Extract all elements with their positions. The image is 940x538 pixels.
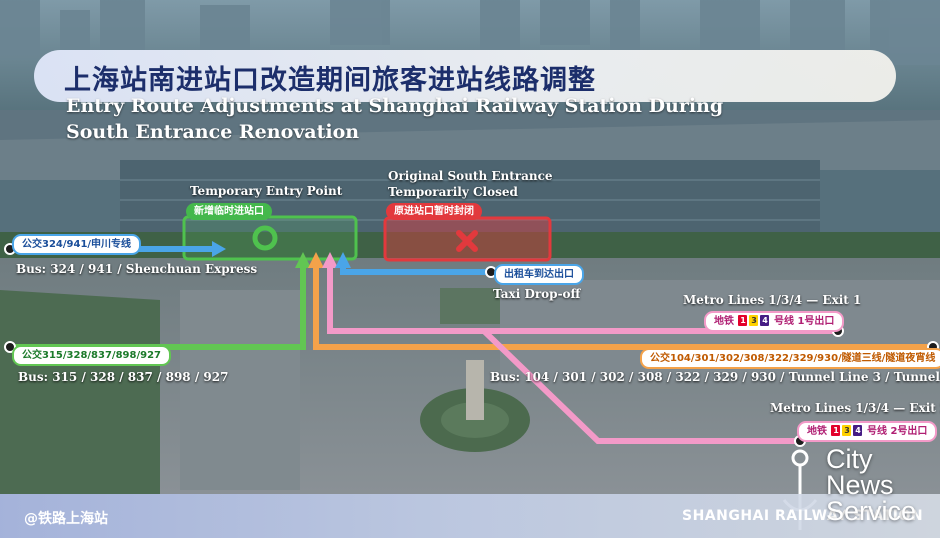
page-title-en-line1: Entry Route Adjustments at Shanghai Rail… <box>66 95 724 117</box>
metro-line-4-badge: 4 <box>853 425 863 436</box>
page-title-en-line2: South Entrance Renovation <box>66 121 360 143</box>
route-taxi <box>335 252 491 275</box>
page-title-en: Entry Route Adjustments at Shanghai Rail… <box>66 93 723 145</box>
closed-entrance-line1: Original South Entrance <box>388 169 553 183</box>
route-bus-104 <box>308 252 935 350</box>
route-metro-exit1 <box>322 252 838 334</box>
route-metro-exit2 <box>481 328 800 444</box>
cns-line1: City <box>826 444 873 474</box>
metro-line-4-badge: 4 <box>760 315 770 326</box>
footer-station-name: SHANGHAI RAILWAY STATION <box>682 508 924 524</box>
page-title-zh: 上海站南进站口改造期间旅客进站线路调整 <box>64 65 596 96</box>
bus-shenchuan-label: Bus: 324 / 941 / Shenchuan Express <box>16 262 258 276</box>
bus-315-label: Bus: 315 / 328 / 837 / 898 / 927 <box>18 370 229 384</box>
metro-line-3-badge: 3 <box>842 425 852 436</box>
temporary-entry-box <box>182 215 358 261</box>
taxi-tag: 出租车到达出口 <box>494 264 584 285</box>
footer-bar <box>0 494 940 538</box>
metro-exit1-exit: 1号出口 <box>797 316 835 327</box>
metro-exit1-prefix: 地铁 <box>714 316 734 327</box>
metro-exit2-suffix: 号线 <box>866 426 887 437</box>
entry-open-icon <box>252 225 278 251</box>
temporary-entry-tag: 新增临时进站口 <box>186 203 272 220</box>
closed-entrance-line2: Temporarily Closed <box>388 185 518 199</box>
footer-account-handle: @铁路上海站 <box>24 511 108 527</box>
bus-315-tag: 公交315/328/837/898/927 <box>12 345 171 366</box>
closed-entrance-label: Original South Entrance Temporarily Clos… <box>388 168 553 200</box>
metro-line-1-badge: 1 <box>831 425 841 436</box>
title-banner <box>34 50 896 102</box>
taxi-label: Taxi Drop-off <box>493 287 581 301</box>
metro-exit1-label: Metro Lines 1/3/4 — Exit 1 <box>683 293 862 307</box>
closed-entrance-tag: 原进站口暂时封闭 <box>386 203 482 220</box>
bus-104-tag: 公交104/301/302/308/322/329/930/隧道三线/隧道夜宵线 <box>640 348 940 369</box>
metro-exit2-exit: 2号出口 <box>890 426 928 437</box>
closed-x-icon <box>456 230 478 252</box>
metro-exit1-suffix: 号线 <box>773 316 794 327</box>
cns-line3: Service <box>826 496 917 526</box>
metro-line-3-badge: 3 <box>749 315 759 326</box>
temporary-entry-label: Temporary Entry Point <box>190 184 343 198</box>
cns-watermark: City News Service <box>826 444 917 526</box>
metro-line-1-badge: 1 <box>738 315 748 326</box>
metro-exit2-prefix: 地铁 <box>807 426 827 437</box>
bus-shenchuan-tag: 公交324/941/申川专线 <box>12 234 142 255</box>
bus-104-label: Bus: 104 / 301 / 302 / 308 / 322 / 329 /… <box>490 370 940 384</box>
metro-exit2-label: Metro Lines 1/3/4 — Exit 2 <box>770 401 940 415</box>
cns-line2: News <box>826 470 894 500</box>
